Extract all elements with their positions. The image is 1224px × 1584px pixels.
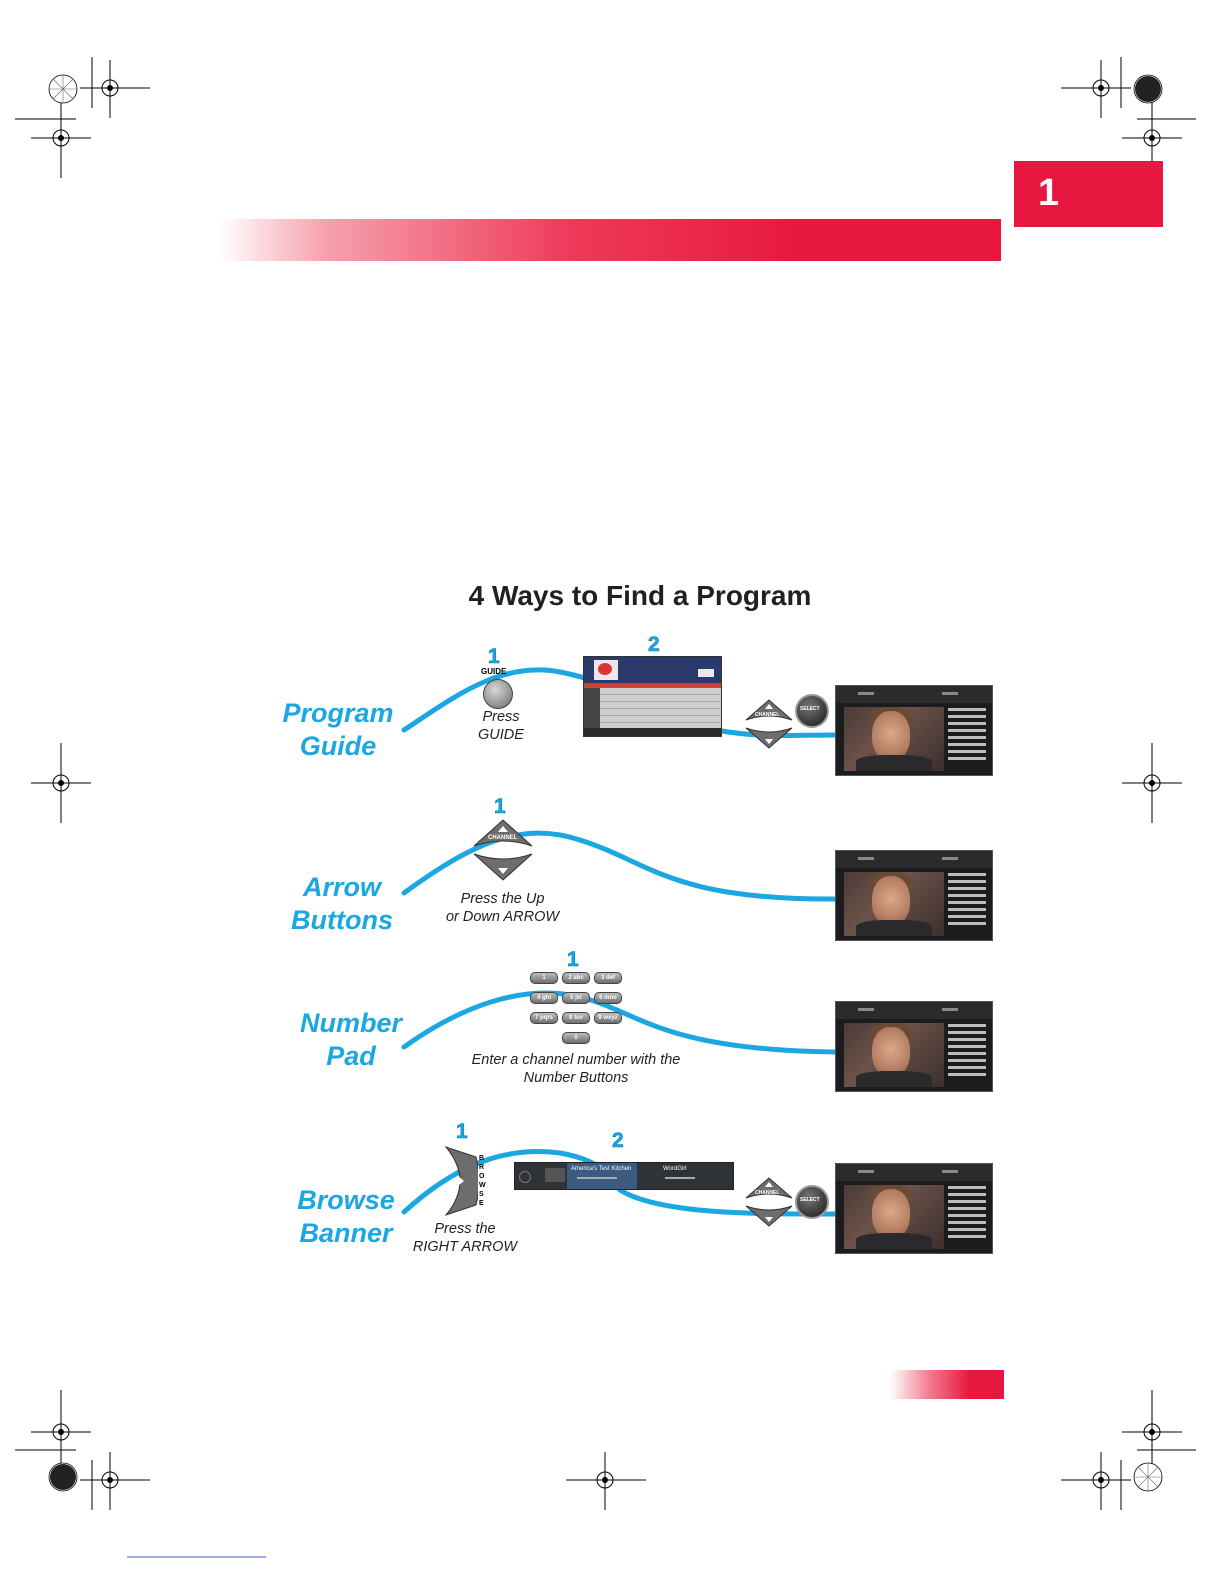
browse-channel-up-button xyxy=(744,1176,794,1200)
program-guide-caption: Press GUIDE xyxy=(450,708,552,744)
browse-channel-label: CHANNEL xyxy=(755,1190,779,1196)
arrow-buttons-title-line2: Buttons xyxy=(262,904,422,937)
program-guide-step1-number: 1 xyxy=(488,645,500,669)
number-pad-title-line2: Pad xyxy=(271,1040,431,1073)
program-guide-caption-line1: Press xyxy=(450,708,552,726)
keypad-key: 1 xyxy=(530,972,558,984)
number-pad-title: Number Pad xyxy=(271,1007,431,1073)
keypad-key: 0 xyxy=(562,1032,590,1044)
channel-down-button xyxy=(744,726,794,750)
browse-banner-title-line2: Banner xyxy=(266,1217,426,1250)
browse-select-label: SELECT xyxy=(800,1197,820,1203)
number-pad-caption-line1: Enter a channel number with the xyxy=(455,1051,697,1069)
program-guide-caption-line2: GUIDE xyxy=(450,726,552,744)
number-pad-result-screen xyxy=(835,1001,993,1092)
channel-up-arrow-button xyxy=(472,818,534,848)
arrow-buttons-result-screen xyxy=(835,850,993,941)
program-guide-title-line2: Guide xyxy=(258,730,418,763)
program-guide-step2-number: 2 xyxy=(648,633,660,657)
browse-channel-down-button xyxy=(744,1204,794,1228)
browse-banner-title-line1: Browse xyxy=(266,1184,426,1217)
program-guide-title: Program Guide xyxy=(258,697,418,763)
browse-banner-title: Browse Banner xyxy=(266,1184,426,1250)
arrow-buttons-caption-line2: or Down ARROW xyxy=(430,908,575,926)
arrow-buttons-caption: Press the Up or Down ARROW xyxy=(430,890,575,926)
number-pad-title-line1: Number xyxy=(271,1007,431,1040)
keypad-key: 8 tuv xyxy=(562,1012,590,1024)
browse-banner-caption: Press the RIGHT ARROW xyxy=(405,1220,525,1256)
number-pad-caption-line2: Number Buttons xyxy=(455,1069,697,1087)
arrow-buttons-title-line1: Arrow xyxy=(262,871,422,904)
banner-current-program: America's Test Kitchen xyxy=(571,1166,631,1172)
keypad-key: 7 pqrs xyxy=(530,1012,558,1024)
arrow-buttons-step1-number: 1 xyxy=(494,795,506,819)
browse-banner-result-screen xyxy=(835,1163,993,1254)
arrow-buttons-title: Arrow Buttons xyxy=(262,871,422,937)
browse-banner-caption-line2: RIGHT ARROW xyxy=(405,1238,525,1256)
number-pad-caption: Enter a channel number with the Number B… xyxy=(455,1051,697,1087)
channel-down-arrow-button xyxy=(472,852,534,882)
arrow-buttons-caption-line1: Press the Up xyxy=(430,890,575,908)
select-button-label: SELECT xyxy=(800,706,820,712)
keypad-key: 5 jkl xyxy=(562,992,590,1004)
channel-button-label: CHANNEL xyxy=(755,712,779,718)
number-keypad: 1 2 abc 3 def 4 ghi 5 jkl 6 mno 7 pqrs 8 tuv 9 w… xyxy=(530,972,622,1046)
browse-banner-step1-number: 1 xyxy=(456,1120,468,1144)
browse-banner-screenshot: America's Test Kitchen WordGirl xyxy=(514,1162,734,1190)
program-guide-title-line1: Program xyxy=(258,697,418,730)
number-pad-step1-number: 1 xyxy=(567,948,579,972)
browse-banner-caption-line1: Press the xyxy=(405,1220,525,1238)
guide-button xyxy=(483,679,513,709)
browse-button-label: BROWSE xyxy=(479,1154,487,1208)
keypad-key: 2 abc xyxy=(562,972,590,984)
program-guide-screenshot xyxy=(583,656,722,737)
browse-banner-step2-number: 2 xyxy=(612,1129,624,1153)
right-arrow-browse-button xyxy=(442,1145,478,1217)
keypad-key: 6 mno xyxy=(594,992,622,1004)
banner-next-program: WordGirl xyxy=(663,1166,687,1172)
channel-up-button xyxy=(744,698,794,722)
guide-button-label: GUIDE xyxy=(481,667,506,676)
arrow-channel-label: CHANNEL xyxy=(488,835,517,841)
program-guide-result-screen xyxy=(835,685,993,776)
keypad-key: 3 def xyxy=(594,972,622,984)
keypad-key: 9 wxyz xyxy=(594,1012,622,1024)
keypad-key: 4 ghi xyxy=(530,992,558,1004)
